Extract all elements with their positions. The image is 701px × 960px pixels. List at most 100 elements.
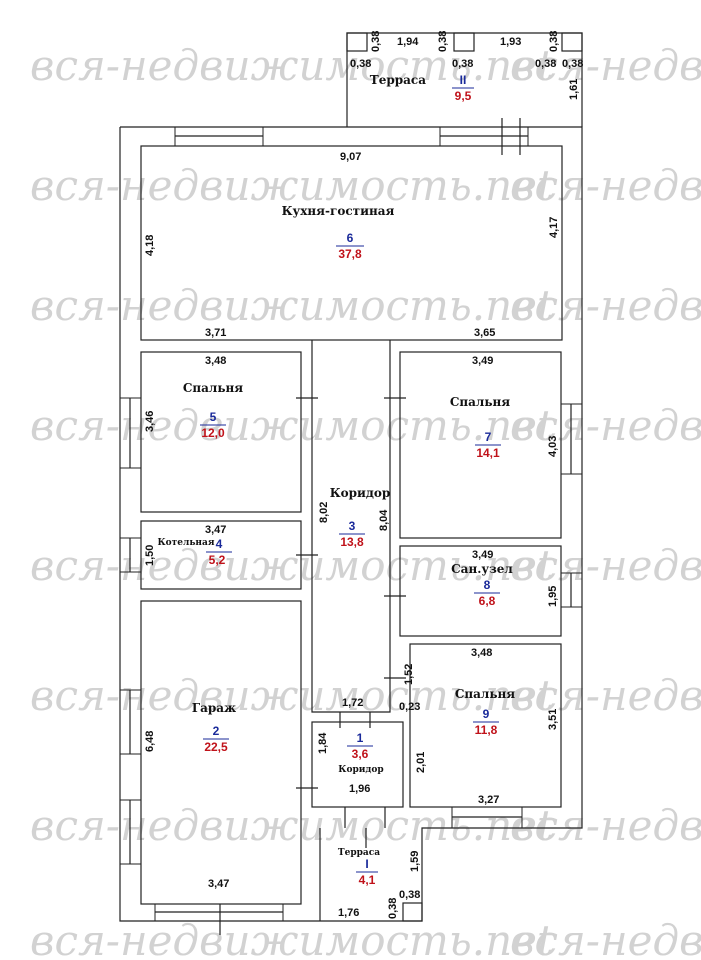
dimension-label: 4,17 — [548, 217, 560, 238]
dimension-label: 1,94 — [397, 36, 419, 48]
room-name: Сан.узел — [451, 562, 513, 576]
room-name: Кухня-гостиная — [282, 204, 395, 218]
watermark-text: вся-недвижимость.net — [510, 401, 701, 450]
dimension-label: 0,38 — [452, 58, 473, 70]
room-name: Коридор — [338, 765, 383, 775]
dimension-label: 3,47 — [205, 524, 226, 536]
room-name: Коридор — [330, 486, 391, 500]
watermark-text: вся-недвижимость.net — [30, 401, 554, 450]
dimension-label: 8,02 — [318, 502, 330, 523]
watermark-text: вся-недвижимость.net — [510, 671, 701, 720]
dimension-labels: 0,38 0,38 1,94 0,38 0,38 1,93 0,38 0,38 … — [144, 31, 583, 919]
room-area: 12,0 — [201, 426, 225, 440]
room-name: Спальня — [450, 395, 510, 409]
dimension-label: 0,23 — [399, 701, 420, 713]
dimension-label: 9,07 — [340, 151, 361, 163]
room-number: I — [365, 857, 368, 871]
dimension-label: 0,38 — [350, 58, 371, 70]
room-number: 1 — [357, 731, 364, 745]
room-number: 6 — [347, 231, 354, 245]
terrace-column — [561, 32, 583, 52]
watermark-text: вся-недвижимость.net — [30, 916, 554, 960]
dimension-label: 3,27 — [478, 794, 499, 806]
watermark-text: вся-недвижимость.net — [30, 161, 554, 210]
dimension-label: 3,71 — [205, 327, 226, 339]
openings — [119, 118, 583, 935]
watermark-text: вся-недвижимость.net — [510, 916, 701, 960]
corridor-1-room — [311, 721, 404, 808]
room-name: Терраса — [338, 848, 380, 858]
dimension-label: 3,47 — [208, 878, 229, 890]
dimension-label: 1,76 — [338, 907, 359, 919]
room-area: 4,1 — [359, 873, 376, 887]
watermark-text: вся-недвижимость.net — [30, 671, 554, 720]
watermark-text: вся-недвижимость.net — [510, 801, 701, 850]
room-name: Спальня — [183, 381, 243, 395]
dimension-label: 0,38 — [370, 31, 382, 52]
watermark-text: вся-недвижимость.net — [30, 801, 554, 850]
room-area: 22,5 — [204, 740, 228, 754]
room-number: 2 — [213, 724, 220, 738]
dimension-label: 0,38 — [399, 889, 420, 901]
watermark-text: вся-недвижимость.net — [30, 281, 554, 330]
room-number: 8 — [484, 578, 491, 592]
room-name: Терраса — [370, 73, 426, 87]
dimension-label: 4,03 — [547, 436, 559, 457]
dimension-label: 1,84 — [317, 732, 329, 754]
room-labels: Терраса II 9,5 Кухня-гостиная 6 37,8 Спа… — [157, 73, 515, 887]
dimension-label: 3,65 — [474, 327, 495, 339]
dimension-label: 2,01 — [415, 752, 427, 773]
room-number: 4 — [216, 537, 223, 551]
dimension-label: 1,96 — [349, 783, 370, 795]
terrace-column — [453, 32, 475, 52]
room-number: 3 — [349, 519, 356, 533]
terrace-column — [402, 902, 423, 922]
watermark-text: вся-недвижимость.net — [510, 161, 701, 210]
room-number: 5 — [210, 410, 217, 424]
watermark-text: вся-недвижимость.net — [510, 41, 701, 90]
dimension-label: 0,38 — [535, 58, 556, 70]
dimension-label: 1,52 — [403, 664, 415, 685]
room-area: 3,6 — [352, 747, 369, 761]
terrace-column — [346, 32, 368, 52]
watermark-text: вся-недвижимость.net — [510, 541, 701, 590]
room-area: 14,1 — [476, 446, 500, 460]
room-area: 5,2 — [209, 553, 226, 567]
dimension-label: 0,38 — [387, 898, 399, 919]
dimension-label: 0,38 — [548, 31, 560, 52]
dimension-label: 0,38 — [562, 58, 583, 70]
dimension-label: 1,61 — [568, 79, 580, 100]
dimension-label: 3,48 — [205, 355, 226, 367]
room-area: 13,8 — [340, 535, 364, 549]
dimension-label: 1,50 — [144, 545, 156, 566]
dimension-label: 1,72 — [342, 697, 363, 709]
room-number: 9 — [483, 707, 490, 721]
room-number: II — [460, 73, 467, 87]
dimension-label: 3,48 — [471, 647, 492, 659]
watermark-layer: вся-недвижимость.net вся-недвижимость.ne… — [30, 41, 701, 960]
dimension-label: 1,93 — [500, 36, 521, 48]
corridor-outline — [311, 340, 391, 713]
dimension-label: 3,49 — [472, 549, 493, 561]
dimension-label: 3,51 — [547, 709, 559, 730]
watermark-text: вся-недвижимость.net — [510, 281, 701, 330]
dimension-label: 0,38 — [437, 31, 449, 52]
dimension-label: 4,18 — [144, 235, 156, 256]
kitchen-room — [140, 145, 563, 341]
room-area: 37,8 — [338, 247, 362, 261]
room-area: 6,8 — [479, 594, 496, 608]
room-name: Котельная — [157, 538, 214, 548]
room-name: Гараж — [192, 701, 236, 715]
watermark-text: вся-недвижимость.net — [30, 541, 554, 590]
watermark-text: вся-недвижимость.net — [30, 41, 554, 90]
dimension-label: 6,48 — [144, 731, 156, 752]
room-area: 11,8 — [475, 723, 498, 737]
dimension-label: 1,59 — [409, 851, 421, 872]
room-number: 7 — [485, 430, 492, 444]
dimension-label: 8,04 — [378, 509, 390, 531]
dimension-label: 1,95 — [547, 586, 559, 607]
dimension-label: 3,46 — [144, 411, 156, 432]
dimension-label: 3,49 — [472, 355, 493, 367]
room-area: 9,5 — [455, 89, 472, 103]
